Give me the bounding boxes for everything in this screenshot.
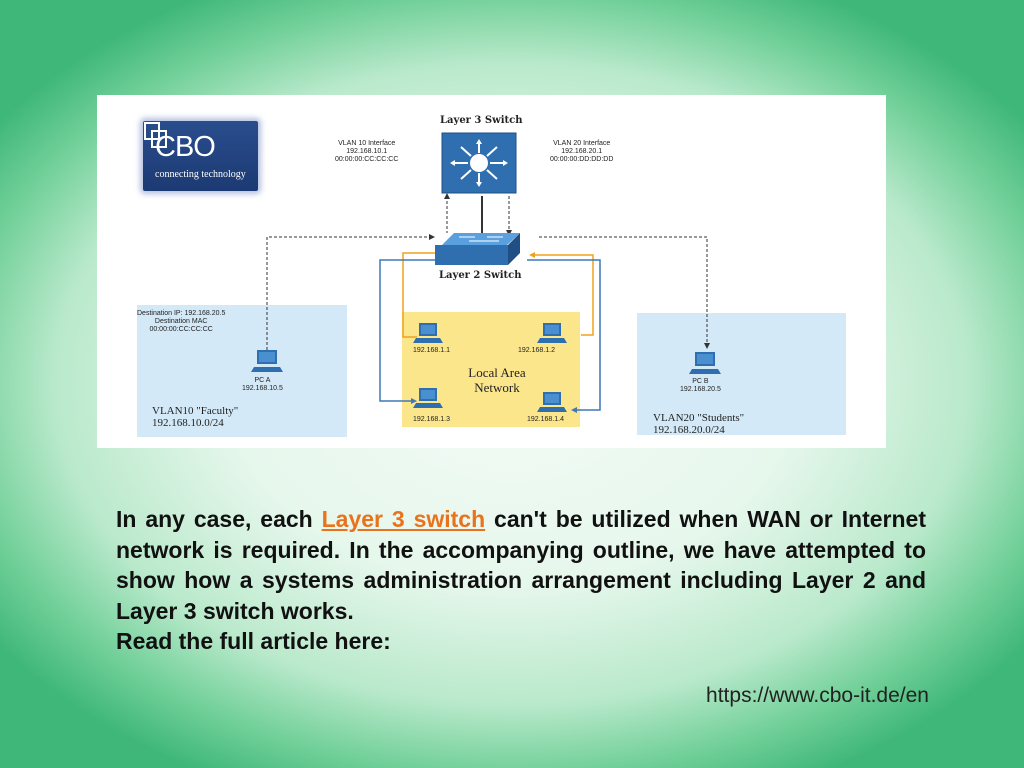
lan-host1-ip: 192.168.1.1 [413, 347, 450, 354]
lan-title-line2: Network [474, 380, 520, 395]
vlan10-interface-info: VLAN 10 Interface 192.168.10.1 00:00:00:… [335, 140, 398, 164]
vlan10-iface-name: VLAN 10 Interface [338, 140, 396, 147]
logo-square-icon [144, 122, 167, 148]
article-body: In any case, each Layer 3 switch can't b… [116, 504, 926, 657]
lan-host2-ip: 192.168.1.2 [518, 347, 555, 354]
lan-host3-icon [413, 388, 443, 408]
source-url[interactable]: https://www.cbo-it.de/en [706, 684, 929, 707]
pc-b-icon [689, 352, 721, 374]
cbo-logo: CBO connecting technology [143, 121, 258, 191]
vlan20-box [637, 313, 846, 435]
article-paragraph: In any case, each Layer 3 switch can't b… [116, 504, 926, 626]
destination-ip: Destination IP: 192.168.20.5 [137, 310, 226, 317]
vlan20-name: VLAN20 "Students" [653, 412, 745, 424]
paragraph-rest: can't be utilized when WAN or Internet n… [116, 506, 926, 624]
logo-tagline: connecting technology [155, 169, 246, 180]
vlan10-label: VLAN10 "Faculty" 192.168.10.0/24 [152, 405, 238, 429]
vlan20-label: VLAN20 "Students" 192.168.20.0/24 [653, 412, 744, 436]
pc-b-name: PC B [692, 378, 709, 385]
layer2-switch-icon [435, 233, 520, 265]
destination-mac-label: Destination MAC [154, 318, 208, 325]
pc-b-ip: 192.168.20.5 [680, 386, 721, 393]
vlan20-iface-ip: 192.168.20.1 [561, 148, 603, 155]
vlan20-iface-name: VLAN 20 Interface [553, 140, 611, 147]
layer3-switch-title: Layer 3 Switch [440, 115, 523, 126]
network-diagram: CBO connecting technology Layer 3 Switch… [97, 95, 886, 448]
pc-b-label: PC B 192.168.20.5 [680, 378, 721, 394]
destination-info: Destination IP: 192.168.20.5 Destination… [137, 310, 225, 334]
layer3-switch-link[interactable]: Layer 3 switch [321, 506, 486, 532]
read-more-text: Read the full article here: [116, 628, 391, 654]
vlan10-subnet: 192.168.10.0/24 [152, 417, 224, 429]
vlan10-name: VLAN10 "Faculty" [152, 405, 239, 417]
lan-title: Local Area Network [452, 365, 542, 395]
lan-title-line1: Local Area [468, 365, 526, 380]
layer2-switch-title: Layer 2 Switch [439, 270, 522, 281]
vlan20-interface-info: VLAN 20 Interface 192.168.20.1 00:00:00:… [550, 140, 613, 164]
diagram-graphics [137, 132, 846, 437]
lan-host3-ip: 192.168.1.3 [413, 416, 450, 423]
lan-host2-icon [537, 323, 567, 343]
vlan20-iface-mac: 00:00:00:DD:DD:DD [550, 156, 614, 163]
lan-host1-icon [413, 323, 443, 343]
paragraph-start: In any case, each [116, 506, 322, 532]
pc-a-label: PC A 192.168.10.5 [242, 377, 283, 393]
lan-host4-ip: 192.168.1.4 [527, 416, 564, 423]
vlan20-subnet: 192.168.20.0/24 [653, 424, 725, 436]
pc-a-ip: 192.168.10.5 [242, 385, 283, 392]
destination-mac: 00:00:00:CC:CC:CC [149, 326, 213, 333]
lan-host4-icon [537, 392, 567, 412]
vlan10-iface-mac: 00:00:00:CC:CC:CC [335, 156, 399, 163]
pc-a-name: PC A [254, 377, 271, 384]
vlan10-iface-ip: 192.168.10.1 [346, 148, 388, 155]
vlan10-box [137, 305, 347, 437]
layer3-switch-icon [441, 132, 517, 194]
pc-a-icon [251, 350, 283, 372]
